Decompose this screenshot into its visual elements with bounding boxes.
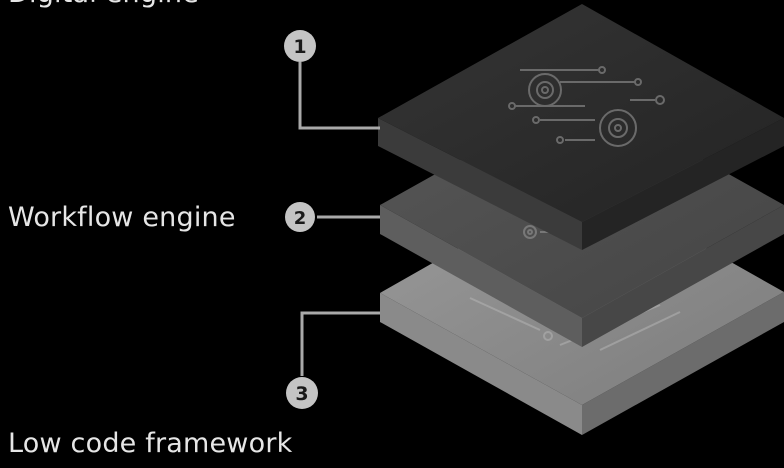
layer-2-right-side — [582, 205, 784, 347]
layer-1-digital — [378, 4, 784, 250]
layer-1-top-face — [378, 4, 784, 222]
gears-circuit-icon — [508, 66, 665, 147]
connector-3: 3 — [286, 311, 380, 409]
layer-2-left-side — [380, 205, 582, 347]
label-digital-engine: Digital engine — [8, 0, 199, 9]
label-workflow-engine: Workflow engine — [8, 202, 236, 233]
badge-3 — [286, 377, 318, 409]
connector-1: 1 — [284, 30, 380, 130]
badge-2-number: 2 — [294, 208, 307, 229]
layer-3-left-side — [380, 293, 582, 435]
badge-1 — [284, 30, 316, 62]
layer-1-right-side — [582, 118, 784, 250]
layer-1-left-side — [378, 118, 582, 250]
layer-3-right-side — [582, 292, 784, 435]
badge-2 — [285, 202, 315, 232]
badge-1-number: 1 — [293, 36, 306, 58]
badge-3-number: 3 — [295, 383, 308, 405]
connector-2: 2 — [285, 202, 380, 232]
label-low-code-framework: Low code framework — [8, 428, 293, 459]
